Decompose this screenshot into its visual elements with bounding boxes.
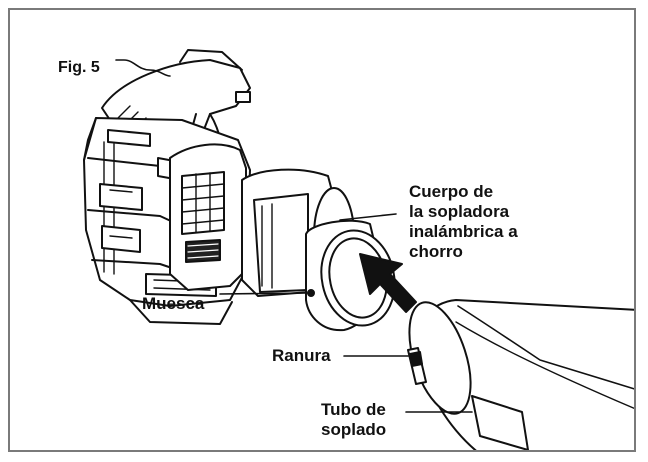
- blow-tube-label: Tubo de soplado: [321, 400, 386, 440]
- figure-number-label: Fig. 5: [58, 59, 100, 76]
- blower-body-label-line-1: Cuerpo de: [409, 182, 494, 201]
- blower-body: [83, 49, 251, 325]
- blow-tube-label-line-1: Tubo de: [321, 400, 386, 419]
- body-leader-line: [339, 213, 397, 221]
- blow-tube: [407, 299, 634, 450]
- figure-frame: Fig. 5 Cuerpo de la sopladora inalámbric…: [8, 8, 636, 452]
- slot-label: Ranura: [272, 346, 331, 365]
- insertion-arrow: [359, 253, 417, 313]
- blow-tube-label-line-2: soplado: [321, 420, 387, 439]
- blower-body-label-line-3: inalámbrica a: [409, 222, 518, 241]
- fig-leader-line: [115, 59, 171, 77]
- notch-leader-line: [219, 292, 309, 295]
- blower-illustration: [83, 49, 634, 450]
- blower-nozzle-outlet: [241, 168, 396, 332]
- leader-lines: [115, 59, 473, 413]
- blower-body-label-line-2: la sopladora: [409, 202, 510, 221]
- blower-body-label-line-4: chorro: [409, 242, 463, 261]
- notch-label: Muesca: [142, 294, 205, 313]
- blower-body-label: Cuerpo de la sopladora inalámbrica a cho…: [409, 182, 518, 262]
